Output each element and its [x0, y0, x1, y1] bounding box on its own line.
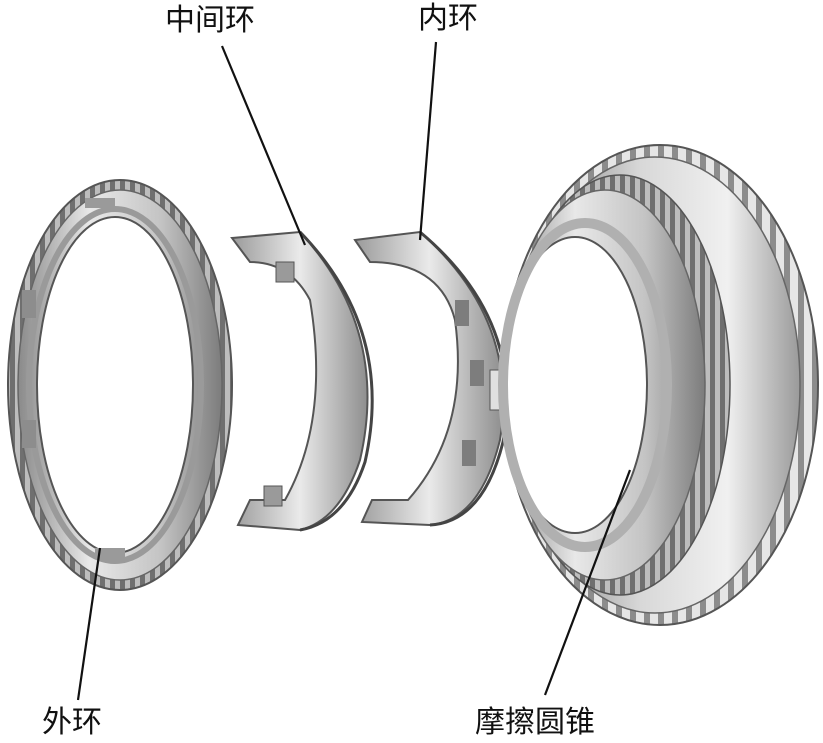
friction-cone-gear-part — [498, 144, 819, 626]
inner-ring-leader — [418, 41, 438, 241]
inner-ring-label: 内环 — [418, 1, 478, 36]
middle-ring-label: 中间环 — [165, 3, 255, 38]
outer-ring-part — [7, 179, 233, 591]
friction-cone-label: 摩擦圆锥 — [475, 705, 595, 740]
middle-ring-leader — [220, 45, 307, 246]
outer-ring-leader — [76, 547, 102, 701]
outer-ring-label: 外环 — [42, 705, 102, 740]
inner-ring-part — [353, 230, 509, 527]
friction-cone-leader — [543, 469, 632, 696]
middle-ring-part — [230, 230, 374, 532]
